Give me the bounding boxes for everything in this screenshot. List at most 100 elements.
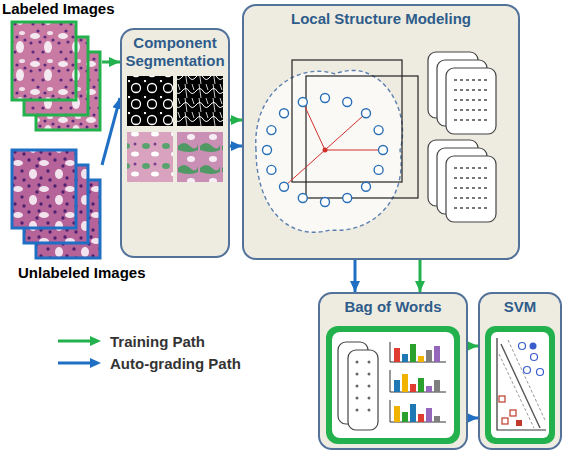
local-structure-figure-part — [256, 70, 403, 232]
legend: Training PathAuto-grading Path — [56, 330, 241, 374]
svm-figure-part — [499, 396, 516, 424]
bag-of-words-figure-part-part — [368, 373, 371, 376]
local-structure-figure-part-part — [374, 126, 383, 135]
local-structure-figure-part — [303, 102, 325, 150]
bag-of-words-figure-part-part — [418, 356, 424, 362]
local-structure-figure-part-part — [446, 156, 496, 222]
local-structure-figure-part-part — [263, 146, 272, 155]
bag-of-words-figure-part-part — [402, 374, 408, 392]
local-structure-figure-part-part — [454, 207, 488, 209]
segmentation-images — [127, 76, 223, 182]
svm-figure-part-part — [510, 410, 516, 416]
local-structure-figure-part-part — [362, 109, 371, 118]
segmentation-images-part — [177, 132, 223, 182]
bag-of-words-figure-part-part — [394, 406, 400, 422]
local-structure-figure-part-part — [343, 98, 352, 107]
local-structure-figure-part — [306, 76, 418, 198]
box-heading: Bag of Words — [320, 294, 466, 316]
local-structure-figure-part-part — [454, 197, 488, 199]
process-box: Bag of Words — [318, 292, 468, 450]
legend-label: Training Path — [110, 333, 205, 350]
local-structure-figure-part-part — [454, 187, 488, 189]
bag-of-words-figure-part-part — [368, 397, 371, 400]
svm-figure-part — [508, 340, 545, 420]
local-structure-figure-part-part — [454, 177, 488, 179]
bag-of-words-figure-part-part — [434, 380, 440, 392]
labeled-image-stack-part — [12, 22, 76, 100]
bag-of-words-figure-part-part — [418, 414, 424, 422]
local-structure-figure — [256, 52, 496, 232]
local-structure-figure-part-part — [379, 146, 388, 155]
bag-of-words-figure-part-part — [356, 397, 359, 400]
legend-arrow-line — [58, 362, 92, 365]
box-heading: Local Structure Modeling — [244, 6, 518, 28]
svm-figure-part-part — [537, 369, 544, 376]
svm-figure-part — [491, 332, 549, 438]
local-structure-figure-part-part — [437, 60, 487, 126]
svm-figure-part-part — [499, 396, 505, 402]
box-heading: Component Segmentation — [122, 30, 228, 70]
bag-of-words-figure-part-part — [426, 386, 432, 392]
labeled-image-stack-part — [36, 52, 100, 130]
image-stack: Unlabeled Images — [10, 148, 102, 288]
local-structure-figure-part — [454, 80, 488, 208]
local-structure-figure-part-part — [267, 126, 276, 135]
bag-of-words-figure-part-part — [356, 385, 359, 388]
bag-of-words-figure-part-part — [434, 346, 440, 362]
local-structure-figure-part-part — [428, 52, 478, 118]
bag-of-words-figure-part — [348, 350, 378, 430]
bag-of-words-figure-part-part — [390, 400, 446, 422]
local-structure-figure-part-part — [454, 119, 488, 121]
local-structure-figure-part-part — [321, 94, 330, 103]
flow-arrow — [230, 145, 242, 148]
local-structure-figure-part-part — [437, 148, 487, 214]
bag-of-words-figure-part-part — [402, 354, 408, 362]
bag-of-words-figure-part-part — [394, 380, 400, 392]
segmentation-images-part — [127, 76, 173, 126]
local-structure-figure-part-part — [280, 182, 289, 191]
local-structure-figure-part — [325, 150, 383, 151]
segmentation-images-part — [127, 132, 173, 182]
local-structure-figure-part — [263, 94, 388, 207]
bag-of-words-figure-part — [390, 342, 446, 422]
flow-arrow — [419, 260, 422, 292]
bag-of-words-figure-part-part — [356, 361, 359, 364]
flow-arrow — [230, 119, 242, 122]
flow-arrow — [102, 61, 120, 64]
bag-of-words-figure-part-part — [356, 373, 359, 376]
bag-of-words-figure-part-part — [410, 384, 416, 392]
bag-of-words-figure-part-part — [410, 344, 416, 362]
local-structure-figure-part-part — [298, 98, 307, 107]
svm-figure-part — [519, 343, 544, 376]
local-structure-figure-part-part — [446, 68, 496, 134]
process-box: Component Segmentation — [120, 28, 230, 258]
local-structure-figure-part-part — [343, 194, 352, 203]
bag-of-words-figure-part-part — [418, 378, 424, 392]
local-structure-figure-part-part — [454, 79, 488, 81]
local-structure-figure-part-part — [298, 194, 307, 203]
bag-of-words-figure-part-part — [426, 350, 432, 362]
flow-arrow — [468, 417, 478, 420]
bag-of-words-figure-part — [356, 361, 371, 412]
bag-of-words-figure-part — [332, 332, 454, 438]
image-stack: Labeled Images — [2, 0, 102, 132]
svm-figure-part-part — [524, 367, 531, 374]
svm-figure-part — [501, 344, 540, 428]
bag-of-words-figure-part — [338, 342, 368, 424]
local-structure-figure-part-part — [267, 165, 276, 174]
local-structure-figure-part — [428, 52, 496, 222]
bag-of-words-figure — [326, 326, 460, 444]
svm-figure-part — [497, 338, 546, 430]
legend-arrow-head — [90, 358, 101, 368]
svm-figure-part — [530, 343, 537, 350]
local-structure-figure-part-part — [321, 198, 330, 207]
legend-label: Auto-grading Path — [110, 355, 241, 372]
bag-of-words-figure-part — [394, 344, 440, 422]
local-structure-figure-part — [292, 60, 402, 182]
bag-of-words-figure-part-part — [426, 408, 432, 422]
local-structure-figure-part-part — [362, 182, 371, 191]
local-structure-figure-part-part — [374, 165, 383, 174]
legend-arrow — [56, 356, 102, 370]
unlabeled-image-stack-part — [36, 180, 100, 258]
